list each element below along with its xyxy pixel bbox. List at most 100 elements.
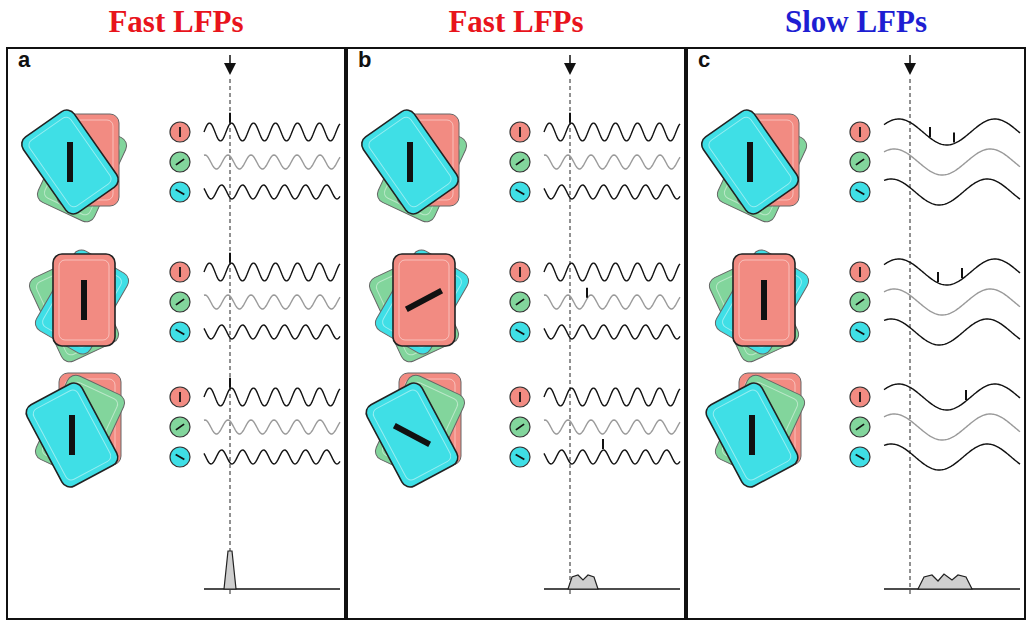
orientation-bar bbox=[69, 415, 75, 455]
neuron-preference bbox=[179, 392, 181, 402]
spike-tick bbox=[937, 272, 939, 282]
spike-tick bbox=[929, 127, 931, 137]
neuron-preference bbox=[519, 267, 521, 277]
card-texture bbox=[59, 260, 109, 340]
stimulus-cards bbox=[26, 247, 131, 365]
lfp-trace bbox=[544, 155, 680, 169]
orientation-bar bbox=[405, 288, 443, 312]
orientation-bar bbox=[407, 142, 413, 182]
neuron-preference bbox=[516, 330, 525, 335]
orientation-bar bbox=[761, 280, 767, 320]
lfp-trace bbox=[544, 263, 680, 281]
neuron-circle bbox=[510, 292, 530, 312]
lfp-trace bbox=[204, 325, 340, 339]
panel-heading: Fast LFPs bbox=[348, 2, 684, 44]
stimulus-cards bbox=[358, 107, 469, 225]
neuron-preference bbox=[519, 392, 521, 402]
neuron-preference bbox=[856, 424, 864, 430]
neuron-preference bbox=[516, 159, 524, 165]
neuron-preference bbox=[176, 159, 184, 165]
panel-box: Slow LFPsc bbox=[686, 47, 1026, 620]
card-shape bbox=[23, 380, 121, 490]
stimulus-arrow bbox=[224, 63, 236, 75]
orientation-bar bbox=[749, 415, 755, 455]
stimulus-card bbox=[23, 380, 121, 490]
neuron-preference bbox=[179, 267, 181, 277]
orientation-bar bbox=[81, 280, 87, 320]
neuron-preference bbox=[176, 424, 184, 430]
card-shape bbox=[18, 107, 122, 218]
lfp-trace bbox=[544, 450, 680, 464]
lfp-trace bbox=[204, 185, 340, 199]
spike-tick bbox=[586, 288, 588, 298]
panel-letter: c bbox=[698, 47, 710, 73]
stimulus-card bbox=[372, 247, 472, 358]
stimulus-card bbox=[393, 254, 455, 346]
panel-heading: Fast LFPs bbox=[8, 2, 344, 44]
lfp-trace bbox=[204, 388, 340, 406]
card-texture bbox=[40, 255, 123, 349]
spike-tick bbox=[953, 133, 955, 143]
neuron-circle bbox=[170, 322, 190, 342]
card-texture bbox=[399, 260, 449, 340]
onset-dashed-line bbox=[910, 79, 911, 597]
neuron-circle bbox=[510, 387, 530, 407]
lfp-trace bbox=[544, 123, 680, 141]
stimulus-card bbox=[712, 247, 812, 358]
card-texture bbox=[380, 255, 463, 349]
neuron-circle bbox=[510, 447, 530, 467]
card-shape bbox=[363, 380, 461, 490]
spike-tick bbox=[229, 113, 231, 123]
lfp-trace bbox=[544, 325, 680, 339]
lfp-trace bbox=[544, 295, 680, 309]
lfp-trace bbox=[204, 123, 340, 141]
neuron-circle bbox=[510, 417, 530, 437]
neuron-preference bbox=[856, 330, 865, 335]
neuron-preference bbox=[176, 299, 184, 305]
card-shape bbox=[393, 254, 455, 346]
neuron-preference bbox=[859, 267, 861, 277]
neuron-circle bbox=[850, 122, 870, 142]
panel-letter: a bbox=[18, 47, 30, 73]
stimulus-card bbox=[32, 247, 132, 358]
lfp-trace bbox=[884, 259, 1020, 285]
lfp-trace bbox=[884, 384, 1020, 410]
stimulus-card bbox=[358, 107, 462, 218]
neuron-circle bbox=[850, 417, 870, 437]
card-texture bbox=[27, 115, 114, 209]
neuron-circle bbox=[850, 152, 870, 172]
panel-illustration bbox=[348, 49, 684, 618]
neuron-circle bbox=[850, 182, 870, 202]
neuron-preference bbox=[519, 127, 521, 137]
lfp-trace bbox=[544, 420, 680, 434]
neuron-circle bbox=[850, 292, 870, 312]
neuron-circle bbox=[510, 182, 530, 202]
lfp-trace bbox=[204, 420, 340, 434]
neuron-circle bbox=[170, 152, 190, 172]
histogram-baseline bbox=[544, 588, 680, 589]
neuron-preference bbox=[516, 455, 525, 460]
neuron-preference bbox=[176, 330, 185, 335]
stimulus-arrow bbox=[564, 63, 576, 75]
neuron-circle bbox=[510, 122, 530, 142]
orientation-bar bbox=[67, 142, 73, 182]
spike-tick bbox=[229, 378, 231, 388]
lfp-trace bbox=[884, 119, 1020, 145]
stimulus-cards bbox=[23, 372, 128, 490]
stimulus-cards bbox=[363, 372, 468, 490]
lfp-trace bbox=[544, 185, 680, 199]
lfp-trace bbox=[884, 319, 1020, 345]
neuron-circle bbox=[850, 447, 870, 467]
panel-box: Fast LFPsb bbox=[346, 47, 686, 620]
panel-illustration bbox=[688, 49, 1024, 618]
orientation-bar bbox=[393, 423, 431, 447]
stimulus-card bbox=[733, 254, 795, 346]
stimulus-card bbox=[703, 380, 801, 490]
stimulus-card bbox=[698, 107, 802, 218]
neuron-circle bbox=[510, 262, 530, 282]
lfp-trace bbox=[204, 450, 340, 464]
stimulus-cards bbox=[698, 107, 809, 225]
lfp-trace bbox=[884, 289, 1020, 315]
neuron-preference bbox=[516, 299, 524, 305]
neuron-circle bbox=[170, 387, 190, 407]
